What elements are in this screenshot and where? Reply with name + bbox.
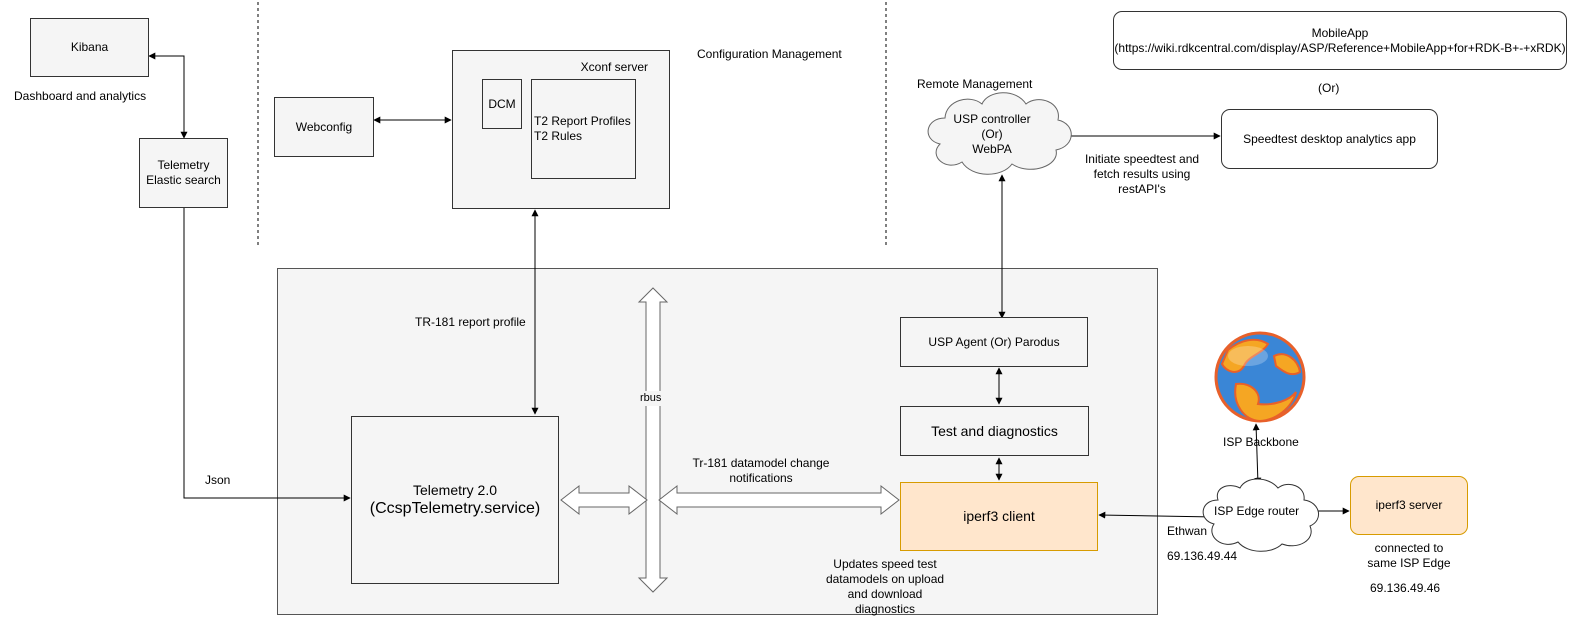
rbus-label: rbus (640, 391, 662, 406)
webconfig-label: Webconfig (295, 119, 353, 134)
tr181-change-label: Tr-181 datamodel change notifications (692, 456, 830, 485)
telemetry-es-box: Telemetry Elastic search (139, 138, 228, 208)
cloud-icon (927, 92, 1072, 175)
test-diagnostics-label: Test and diagnostics (931, 422, 1058, 439)
usp-agent-label: USP Agent (Or) Parodus (928, 334, 1060, 349)
edge-cloud-icon (1202, 478, 1319, 552)
json-label: Json (205, 473, 231, 487)
globe-icon (1214, 331, 1306, 423)
tr181-report-label: TR-181 report profile (415, 315, 526, 329)
speedtest-app-box: Speedtest desktop analytics app (1221, 109, 1438, 169)
config-mgmt-label: Configuration Management (697, 47, 842, 61)
server-ip-label: 69.136.49.46 (1370, 581, 1441, 595)
isp-backbone-label: ISP Backbone (1223, 435, 1299, 449)
kibana-box: Kibana (30, 18, 149, 77)
webconfig-box: Webconfig (274, 97, 374, 157)
dcm-box: DCM (482, 79, 522, 129)
connected-label: connected to same ISP Edge (1367, 541, 1451, 570)
telemetry20-title: Telemetry 2.0 (412, 482, 498, 498)
isp-edge-label: ISP Edge router (1214, 504, 1300, 518)
iperf3-client-box: iperf3 client (900, 482, 1098, 551)
client-ip-label: 69.136.49.44 (1167, 549, 1238, 563)
or-label: (Or) (1318, 81, 1340, 95)
rbus-iperf-link (658, 484, 900, 516)
dashboard-label: Dashboard and analytics (14, 89, 147, 103)
telemetry20-box: Telemetry 2.0 (CcspTelemetry.service) (351, 416, 559, 584)
initiate-label: Initiate speedtest and fetch results usi… (1084, 152, 1200, 196)
rbus-telemetry-link (560, 484, 648, 516)
arrow-backbone-edge (1252, 423, 1262, 485)
updates-label: Updates speed test datamodels on upload … (825, 557, 945, 616)
iperf3-client-label: iperf3 client (963, 508, 1035, 524)
arrow-client-edge (1098, 511, 1216, 521)
usp-controller-label: USP controller (Or) WebPA (953, 112, 1031, 156)
arrow-es-telemetry (180, 181, 351, 502)
iperf3-server-box: iperf3 server (1350, 476, 1468, 535)
t2-profiles-label: T2 Report Profiles T2 Rules (534, 114, 631, 143)
remote-mgmt-label: Remote Management (917, 77, 1033, 91)
ethwan-label: Ethwan (1167, 524, 1208, 538)
speedtest-app-label: Speedtest desktop analytics app (1243, 131, 1416, 146)
rbus-bus (637, 287, 669, 593)
dcm-label: DCM (488, 96, 516, 111)
usp-agent-box: USP Agent (Or) Parodus (900, 317, 1088, 367)
mobile-app-label: MobileApp (https://wiki.rdkcentral.com/d… (1114, 25, 1566, 55)
kibana-label: Kibana (70, 40, 109, 54)
arrow-kibana-es (148, 52, 188, 139)
iperf3-server-label: iperf3 server (1375, 498, 1443, 512)
mobile-app-box: MobileApp (https://wiki.rdkcentral.com/d… (1113, 11, 1567, 70)
t2-profiles-box: T2 Report Profiles T2 Rules (531, 79, 636, 179)
xconf-server-label: Xconf server (580, 60, 648, 74)
test-diagnostics-box: Test and diagnostics (900, 406, 1089, 456)
telemetry20-service: (CcspTelemetry.service) (369, 500, 541, 517)
telemetry-es-label: Telemetry Elastic search (146, 158, 221, 187)
